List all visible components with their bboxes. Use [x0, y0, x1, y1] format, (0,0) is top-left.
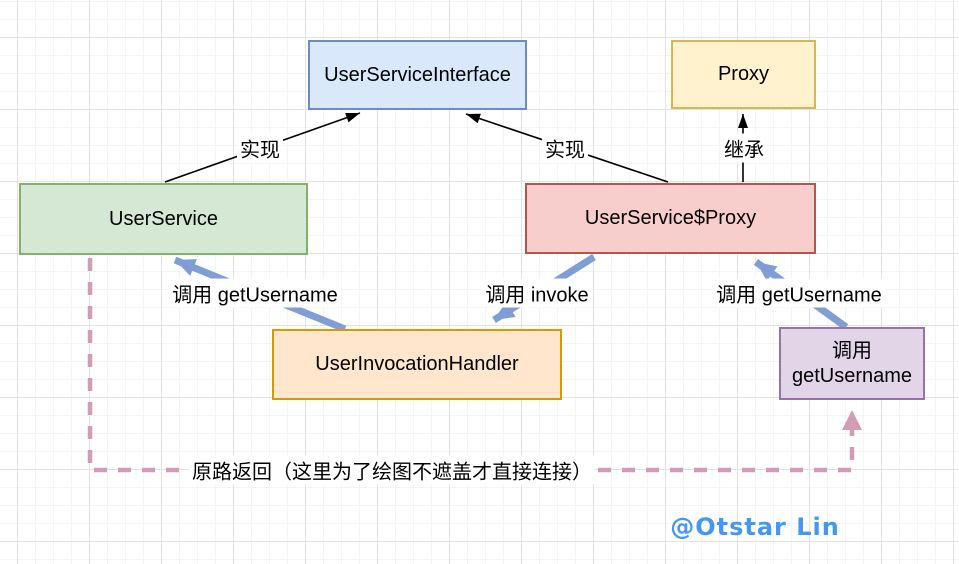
edge-label-implements-left: 实现 — [237, 133, 283, 163]
node-user-service-proxy-label: UserService$Proxy — [584, 207, 757, 229]
node-user-service: UserService — [19, 183, 308, 255]
edge-label-implements-right: 实现 — [542, 133, 588, 163]
edge-label-extends: 继承 — [721, 133, 767, 163]
watermark: @Otstar Lin — [670, 513, 840, 541]
node-user-invocation-handler-label: UserInvocationHandler — [315, 353, 519, 375]
node-user-service-interface-label: UserServiceInterface — [324, 63, 511, 86]
node-user-invocation-handler: UserInvocationHandler — [272, 329, 562, 400]
node-user-service-proxy: UserService$Proxy — [525, 183, 816, 254]
node-proxy-label: Proxy — [717, 63, 770, 85]
edge-label-call-get-username-left: 调用 getUsername — [169, 278, 341, 308]
node-user-service-label: UserService — [109, 207, 218, 230]
edge-label-return-note: 原路返回（这里为了绘图不遮盖才直接连接） — [189, 455, 595, 485]
node-proxy: Proxy — [671, 40, 816, 109]
node-call-get-username: 调用 getUsername — [779, 327, 925, 400]
edge-label-call-get-username-right: 调用 getUsername — [713, 278, 885, 308]
node-call-get-username-line2: getUsername — [791, 364, 913, 387]
node-call-get-username-line1: 调用 — [832, 339, 872, 362]
edge-label-call-invoke: 调用 invoke — [482, 278, 592, 308]
node-user-service-interface: UserServiceInterface — [308, 40, 527, 110]
